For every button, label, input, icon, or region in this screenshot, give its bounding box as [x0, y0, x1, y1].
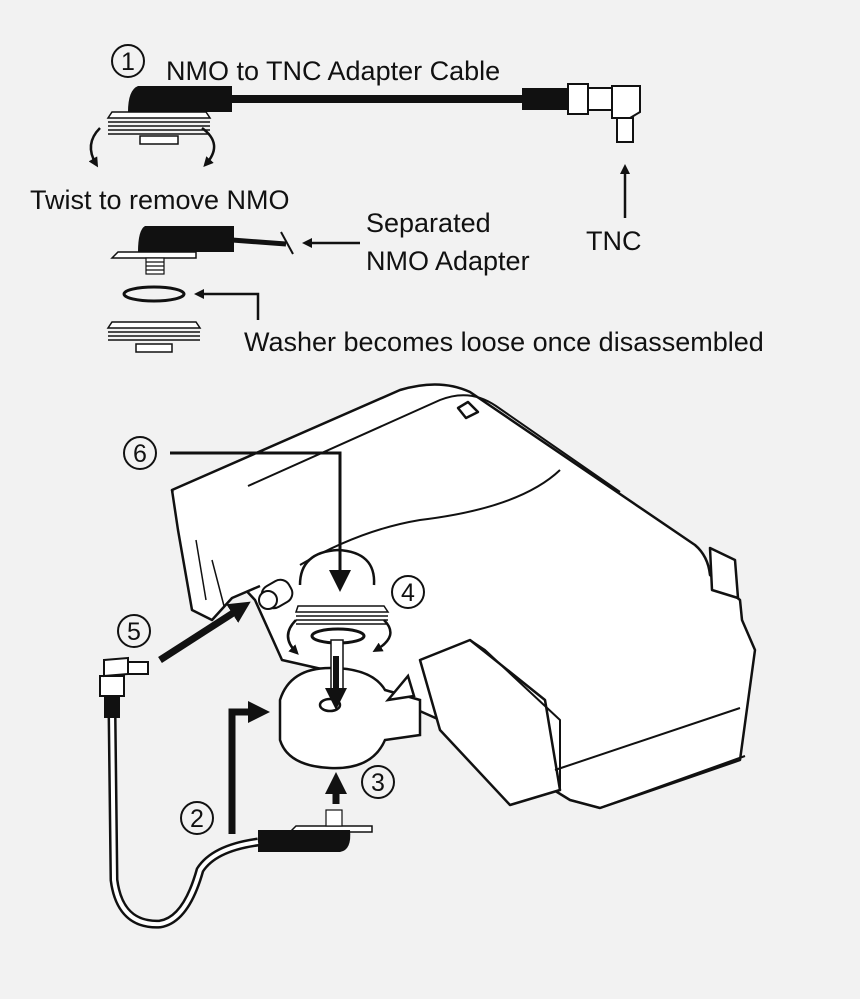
twist-arrow-right-icon [201, 126, 216, 167]
antenna-housing [170, 383, 757, 810]
tnc-label: TNC [586, 226, 642, 256]
housing-top-tab [456, 400, 480, 420]
housing-side-left [170, 489, 261, 622]
step-4-number: 4 [401, 579, 415, 607]
mount-socket [298, 548, 376, 586]
step-6-arrow [170, 451, 351, 592]
socket-ring [298, 548, 376, 586]
housing-bottom-line [554, 707, 741, 771]
step-5-number: 5 [127, 618, 141, 646]
step-3-number: 3 [371, 769, 385, 797]
cable-outline [107, 711, 259, 929]
separated-boot [138, 226, 234, 252]
step-5-arrow [158, 601, 251, 663]
step-2-number: 2 [190, 805, 204, 833]
step-1-number: 1 [121, 48, 135, 76]
cable-core [110, 711, 259, 927]
separated-label-line1: Separated [366, 208, 491, 238]
housing-tnc-port [258, 578, 294, 610]
housing-curve [299, 469, 561, 566]
step-2-arrow [228, 701, 270, 834]
washer [122, 285, 186, 303]
twist-arrow-left-icon [88, 127, 101, 168]
mount-twist-right-icon [372, 619, 392, 653]
mount-bracket [278, 666, 422, 770]
washer-pointer-arrow [194, 289, 260, 320]
bracket-tab [384, 673, 416, 702]
housing-bottom-edge [569, 755, 746, 809]
step-2-marker: 2 [180, 801, 214, 835]
adapter-stud [145, 257, 165, 275]
bracket-plate [278, 666, 422, 770]
tnc-connector [567, 83, 641, 143]
step-3-marker: 3 [361, 765, 395, 799]
separated-label-line2: NMO Adapter [366, 246, 530, 276]
step-4-marker: 4 [391, 575, 425, 609]
step-6-number: 6 [133, 440, 147, 468]
step-6-marker: 6 [123, 436, 157, 470]
nmo-threaded-base [106, 111, 212, 145]
installed-cable [99, 656, 373, 929]
washer-label: Washer becomes loose once disassembled [244, 327, 764, 357]
step-1-marker: 1 [111, 44, 145, 78]
adapter-flange [110, 251, 197, 259]
tnc-boot [522, 88, 570, 110]
twist-label: Twist to remove NMO [30, 185, 290, 215]
loose-threaded-base [106, 321, 202, 353]
housing-ridge [247, 394, 621, 493]
step-5-marker: 5 [117, 614, 151, 648]
tnc-plug [99, 656, 149, 697]
tnc-plug-boot [104, 694, 120, 718]
cut-cable [231, 237, 287, 247]
housing-connector-edge [469, 639, 561, 790]
housing-side-detail [195, 539, 225, 607]
separated-adapter: Separated NMO Adapter Washer becomes loo… [106, 208, 764, 357]
cable-title: NMO to TNC Adapter Cable [166, 56, 500, 86]
cut-mark [280, 231, 294, 255]
nmo-boot [128, 86, 232, 112]
mount-twist-left-icon [286, 619, 299, 655]
installed-boot [258, 830, 351, 852]
cable [230, 95, 526, 103]
adapter-cable-assembly: 1 NMO to TNC Adapter Cable Twist to remo… [30, 44, 642, 256]
housing-right-tab [708, 546, 740, 600]
installed-stud [325, 809, 343, 827]
